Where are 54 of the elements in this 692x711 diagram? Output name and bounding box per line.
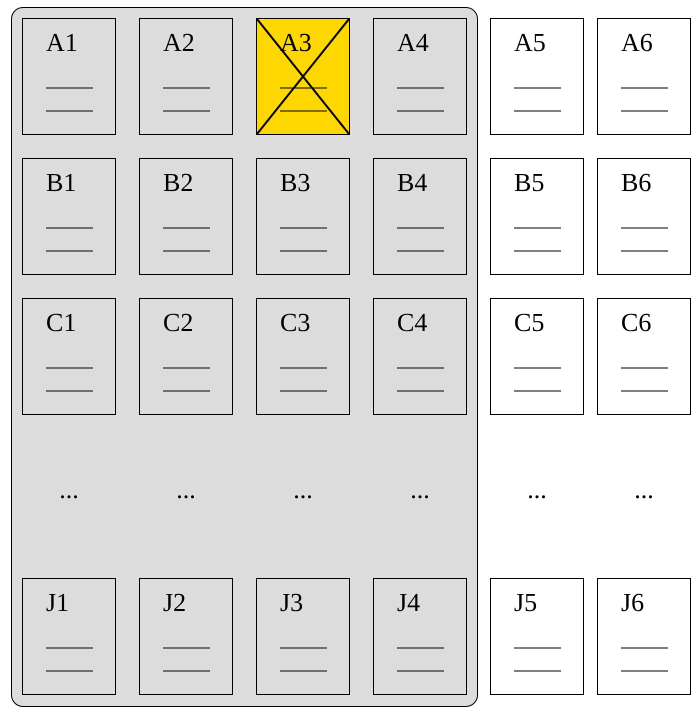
card (256, 298, 350, 415)
card-label: C4 (397, 308, 428, 338)
card (22, 578, 116, 695)
card (597, 578, 691, 695)
card-label: J2 (163, 588, 186, 618)
card-label: B2 (163, 168, 194, 198)
card-label: C3 (280, 308, 310, 338)
card (490, 158, 584, 275)
card (490, 298, 584, 415)
card-label: J6 (621, 588, 644, 618)
card (597, 158, 691, 275)
card (373, 158, 467, 275)
card (490, 18, 584, 135)
card-label: B3 (280, 168, 310, 198)
card (597, 298, 691, 415)
card (490, 578, 584, 695)
card (373, 298, 467, 415)
ellipsis-text: ... (633, 475, 655, 505)
card (139, 578, 233, 695)
card (139, 298, 233, 415)
card-label: J1 (46, 588, 70, 618)
card-label: A5 (514, 28, 546, 58)
card (22, 158, 116, 275)
ellipsis-text: ... (58, 475, 80, 505)
card-label: B5 (514, 168, 544, 198)
card-label: C5 (514, 308, 544, 338)
card-label: B6 (621, 168, 652, 198)
card-label: J4 (397, 588, 420, 618)
ellipsis-text: ... (409, 475, 431, 505)
card (139, 18, 233, 135)
card (256, 578, 350, 695)
card-label: A1 (46, 28, 78, 58)
card-label: A2 (163, 28, 195, 58)
card (373, 18, 467, 135)
card-label: A6 (621, 28, 653, 58)
card-label: C6 (621, 308, 652, 338)
card (256, 158, 350, 275)
group-panel (11, 7, 478, 707)
card-label: J3 (280, 588, 304, 618)
ellipsis-text: ... (292, 475, 314, 505)
card-label: C2 (163, 308, 194, 338)
card (22, 18, 116, 135)
card (373, 578, 467, 695)
card-label: J5 (514, 588, 538, 618)
card (139, 158, 233, 275)
card (22, 298, 116, 415)
card (597, 18, 691, 135)
ellipsis-text: ... (175, 475, 197, 505)
card-label: C1 (46, 308, 76, 338)
card-label: A3 (280, 28, 312, 58)
card-label: A4 (397, 28, 429, 58)
card-label: B4 (397, 168, 428, 198)
card-label: B1 (46, 168, 76, 198)
ellipsis-text: ... (526, 475, 548, 505)
